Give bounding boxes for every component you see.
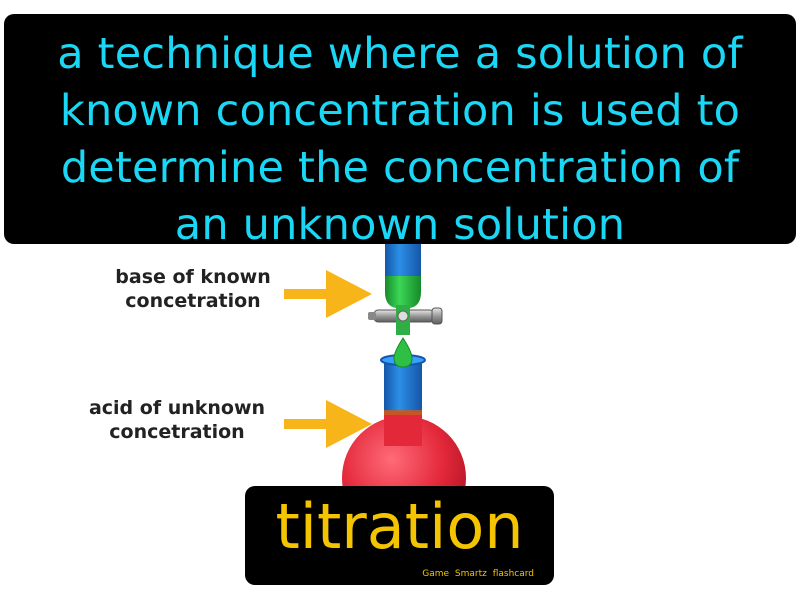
definition-box: a technique where a solution of known co… [4,14,796,250]
burette [368,244,443,368]
arrow-base [284,270,372,318]
base-label-line-2: concetration [125,290,261,312]
acid-label: acid of unknown concetration [62,396,292,444]
arrow-acid [284,400,372,448]
definition-line-4: an unknown solution [174,200,626,250]
term-box: titration Game Smartz flashcard [245,486,554,585]
term-word: titration [275,490,524,563]
definition-line-1: a technique where a solution of [57,29,743,79]
definition-line-2: known concentration is used to [59,86,741,136]
definition-line-3: determine the concentration of [60,143,740,193]
base-label: base of known concetration [88,265,298,313]
base-label-line-1: base of known [115,266,271,288]
acid-label-line-1: acid of unknown [88,397,266,419]
brand-caption: Game Smartz flashcard [422,569,534,579]
acid-label-line-2: concetration [109,421,245,443]
